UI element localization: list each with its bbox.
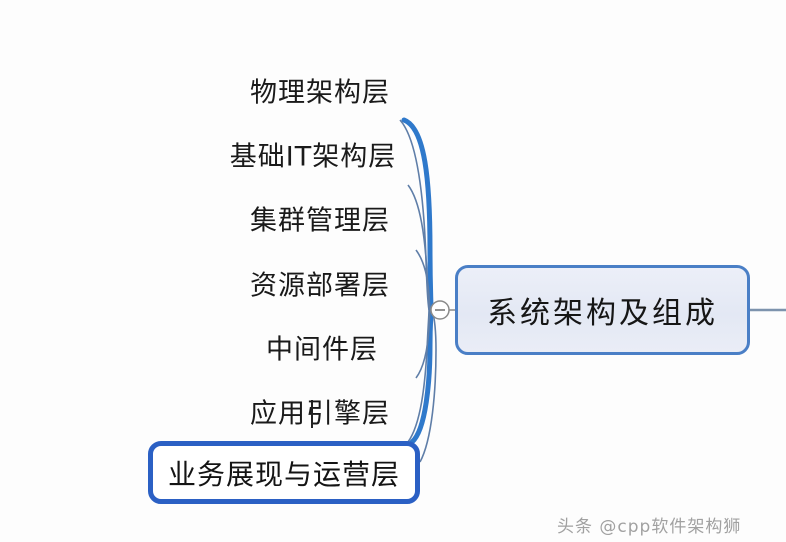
branch-label-resource[interactable]: 资源部署层 xyxy=(250,270,390,302)
connector-middleware xyxy=(415,309,431,379)
connector-basic-it xyxy=(407,184,430,311)
connector-physical xyxy=(399,119,430,311)
branch-label-basic-it[interactable]: 基础IT架构层 xyxy=(229,141,397,173)
central-node-label: 系统架构及组成 xyxy=(487,296,718,331)
selected-node-label: 业务展现与运营层 xyxy=(167,457,400,491)
branch-label-physical[interactable]: 物理架构层 xyxy=(250,77,390,109)
minus-circle-icon[interactable] xyxy=(430,300,450,320)
text-caret xyxy=(311,400,313,428)
connector-cluster xyxy=(415,249,431,311)
connector-business-layer xyxy=(419,309,437,463)
branch-label-middleware[interactable]: 中间件层 xyxy=(266,334,378,366)
trunk-curve-lower xyxy=(409,307,434,445)
central-node[interactable]: 系统架构及组成 xyxy=(455,265,750,355)
selected-node-business-layer[interactable]: 业务展现与运营层 xyxy=(148,441,420,504)
connector-app-engine xyxy=(407,309,430,443)
watermark: 头条 @cpp软件架构狮 xyxy=(557,517,742,537)
branch-label-app-engine[interactable]: 应用引擎层 xyxy=(250,398,390,430)
branch-label-cluster[interactable]: 集群管理层 xyxy=(250,205,390,237)
trunk-curve-upper xyxy=(401,117,434,313)
